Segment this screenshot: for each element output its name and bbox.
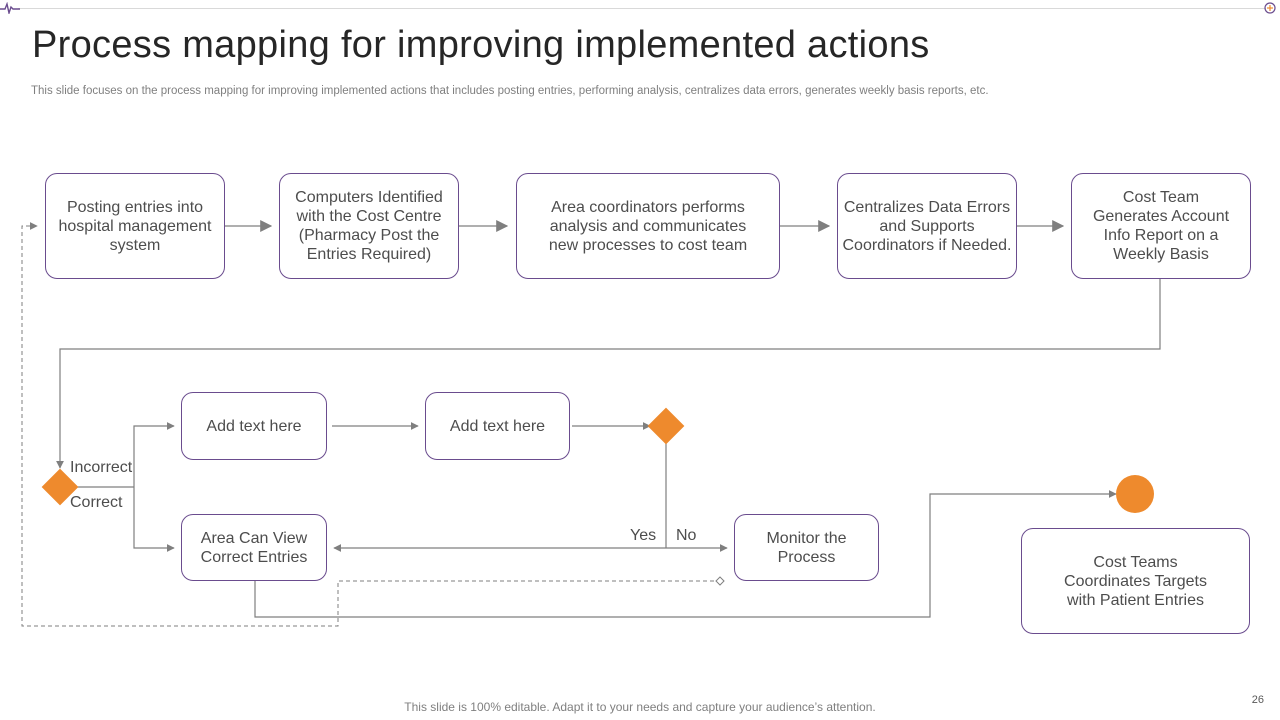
cost-teams-box: Cost Teams Coordinates Targets with Pati… xyxy=(1021,528,1250,634)
footer-note: This slide is 100% editable. Adapt it to… xyxy=(404,700,876,714)
arrow-to-end-circle xyxy=(254,490,1117,618)
end-circle xyxy=(1116,475,1154,513)
arrow-incorrect xyxy=(133,422,175,487)
add-text-box-1-text: Add text here xyxy=(206,417,302,435)
connector-step5-decision xyxy=(56,279,1161,469)
step-area-coordinators-text: Area coordinators performs analysis and … xyxy=(548,198,748,254)
step-computers-identified-text: Computers Identified with the Cost Centr… xyxy=(295,189,443,263)
area-view-box: Area Can View Correct Entries xyxy=(181,514,327,581)
arrow-correct xyxy=(133,487,175,552)
add-text-box-2: Add text here xyxy=(425,392,570,460)
page-subtitle: This slide focuses on the process mappin… xyxy=(31,85,989,97)
step-computers-identified: Computers Identified with the Cost Centr… xyxy=(279,173,459,279)
step-area-coordinators: Area coordinators performs analysis and … xyxy=(516,173,780,279)
step-posting-entries-text: Posting entries into hospital management… xyxy=(58,198,212,254)
incorrect-label: Incorrect xyxy=(70,459,133,476)
step-cost-team-report: Cost Team Generates Account Info Report … xyxy=(1071,173,1251,279)
decision-diamond-right xyxy=(647,407,685,445)
pulse-icon xyxy=(0,2,20,14)
monitor-process-box-text: Monitor the Process xyxy=(766,529,847,566)
step-cost-team-report-text: Cost Team Generates Account Info Report … xyxy=(1092,189,1230,263)
target-icon xyxy=(1264,2,1276,14)
no-label: No xyxy=(676,527,697,544)
yes-label: Yes xyxy=(630,527,657,544)
decision-diamond-left xyxy=(41,468,79,506)
add-text-box-2-text: Add text here xyxy=(449,417,546,435)
add-text-box-1: Add text here xyxy=(181,392,327,460)
feedback-end-marker xyxy=(715,576,725,586)
step-posting-entries: Posting entries into hospital management… xyxy=(45,173,225,279)
cost-teams-box-text: Cost Teams Coordinates Targets with Pati… xyxy=(1064,553,1207,609)
step-centralizes-data-text: Centralizes Data Errors and Supports Coo… xyxy=(842,198,1012,254)
page-number: 26 xyxy=(1251,694,1264,706)
monitor-process-box: Monitor the Process xyxy=(734,514,879,581)
page-title: Process mapping for improving implemente… xyxy=(32,24,930,66)
top-rule xyxy=(18,8,1266,9)
correct-label: Correct xyxy=(70,494,123,511)
area-view-box-text: Area Can View Correct Entries xyxy=(200,529,308,566)
step-centralizes-data: Centralizes Data Errors and Supports Coo… xyxy=(837,173,1017,279)
